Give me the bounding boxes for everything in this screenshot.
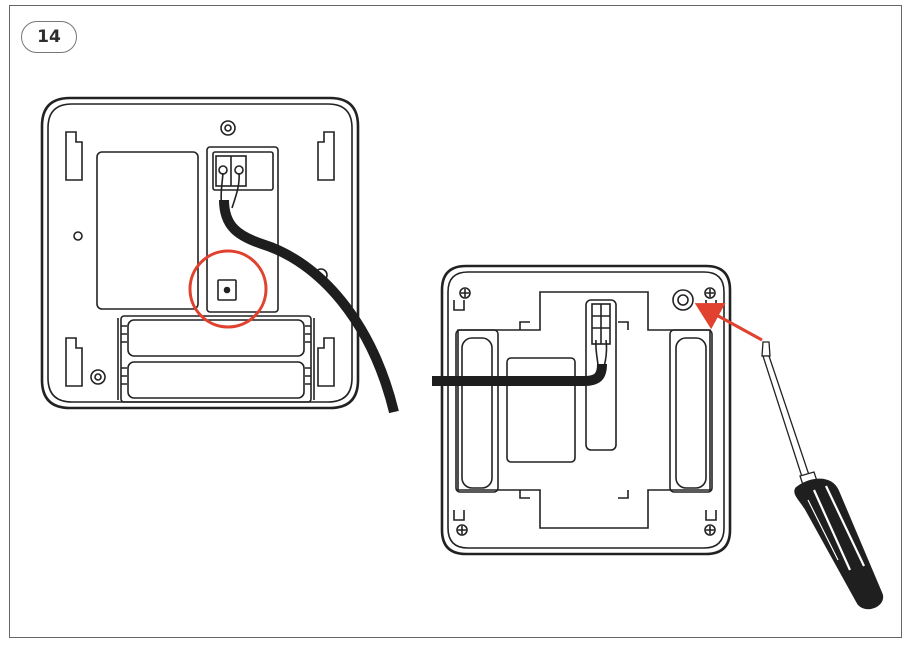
device-left-battery-bay [117,315,315,403]
device-right-battery-left [455,329,499,493]
device-left-mount-screw [217,279,237,301]
device-left-terminal-bay [206,146,279,313]
device-right-terminal [585,299,617,451]
device-left-screw-bottom [90,369,106,385]
step-number: 14 [37,27,61,47]
device-left-screw-top [220,120,236,136]
highlight-circle [188,249,268,329]
screw-arrow [694,302,763,342]
device-right-outer [440,264,732,556]
device-right-screw-hole [672,289,694,311]
device-right [440,264,732,556]
device-left-label-recess [96,151,199,310]
step-number-badge: 14 [21,21,77,53]
device-left-outer [40,96,360,410]
device-left-clips [65,131,335,387]
cable-right [432,363,607,386]
device-right-label [506,357,576,463]
device-left [40,96,360,410]
device-right-battery-right [669,329,713,493]
device-right-frame [457,291,711,529]
illustration-frame [9,5,902,638]
cable-left [219,199,399,414]
screwdriver-icon [761,341,884,610]
